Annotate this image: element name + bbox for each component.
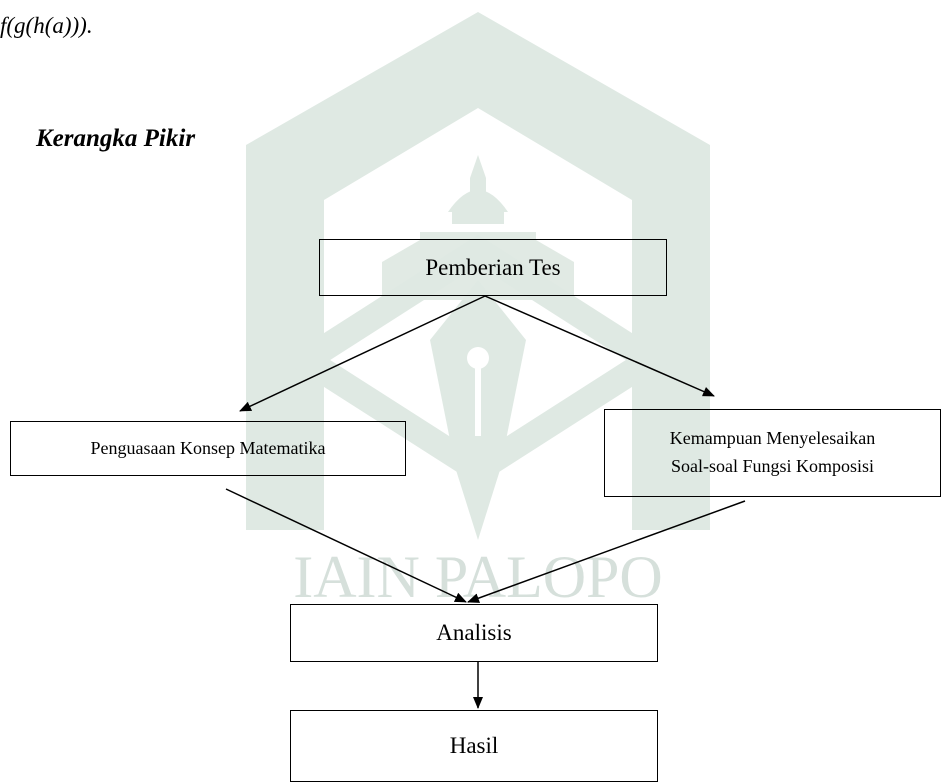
box-penguasaan-konsep: Penguasaan Konsep Matematika (10, 421, 406, 476)
box-pemberian-tes: Pemberian Tes (319, 239, 667, 296)
box-kemampuan-label-line1: Kemampuan Menyelesaikan (669, 428, 876, 449)
box-penguasaan-konsep-label: Penguasaan Konsep Matematika (90, 438, 326, 458)
box-pemberian-tes-label: Pemberian Tes (425, 254, 561, 280)
box-kemampuan-label-line2: Soal-soal Fungsi Komposisi (670, 456, 875, 476)
arrow-pemberian-to-penguasaan (239, 295, 486, 412)
arrow-penguasaan-to-analisis (225, 488, 467, 603)
section-heading: Kerangka Pikir (36, 125, 196, 152)
formula-text: f(g(h(a))). (0, 13, 93, 38)
box-kemampuan-menyelesaikan: Kemampuan Menyelesaikan Soal-soal Fungsi… (604, 409, 941, 497)
arrow-pemberian-to-kemampuan (484, 295, 715, 397)
arrow-kemampuan-to-analisis (467, 500, 746, 603)
box-hasil: Hasil (290, 710, 658, 782)
box-hasil-label: Hasil (449, 733, 499, 758)
box-analisis-label: Analisis (436, 620, 512, 645)
box-analisis: Analisis (290, 604, 658, 662)
